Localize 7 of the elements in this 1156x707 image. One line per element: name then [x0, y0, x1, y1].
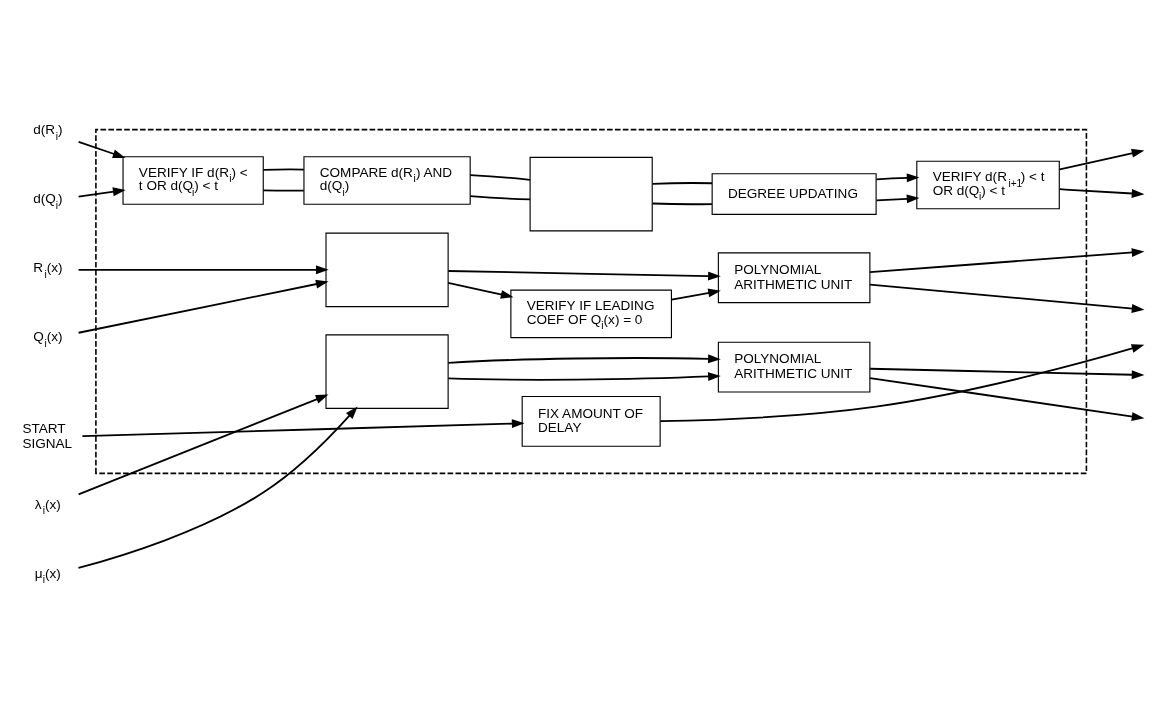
node-text: START SIGNAL — [22, 421, 73, 452]
node-text: d(Q$_{i}$) — [33, 191, 63, 211]
node-text: Q$_{i}$(x) — [33, 329, 63, 349]
node-text: μ$_{i}$(x) — [34, 565, 61, 585]
node-text: R$_{i}$(x) — [33, 260, 63, 280]
node-text: λ$_{i}$(x) — [34, 496, 61, 517]
node-text: d(R$_{i}$) — [33, 122, 63, 142]
